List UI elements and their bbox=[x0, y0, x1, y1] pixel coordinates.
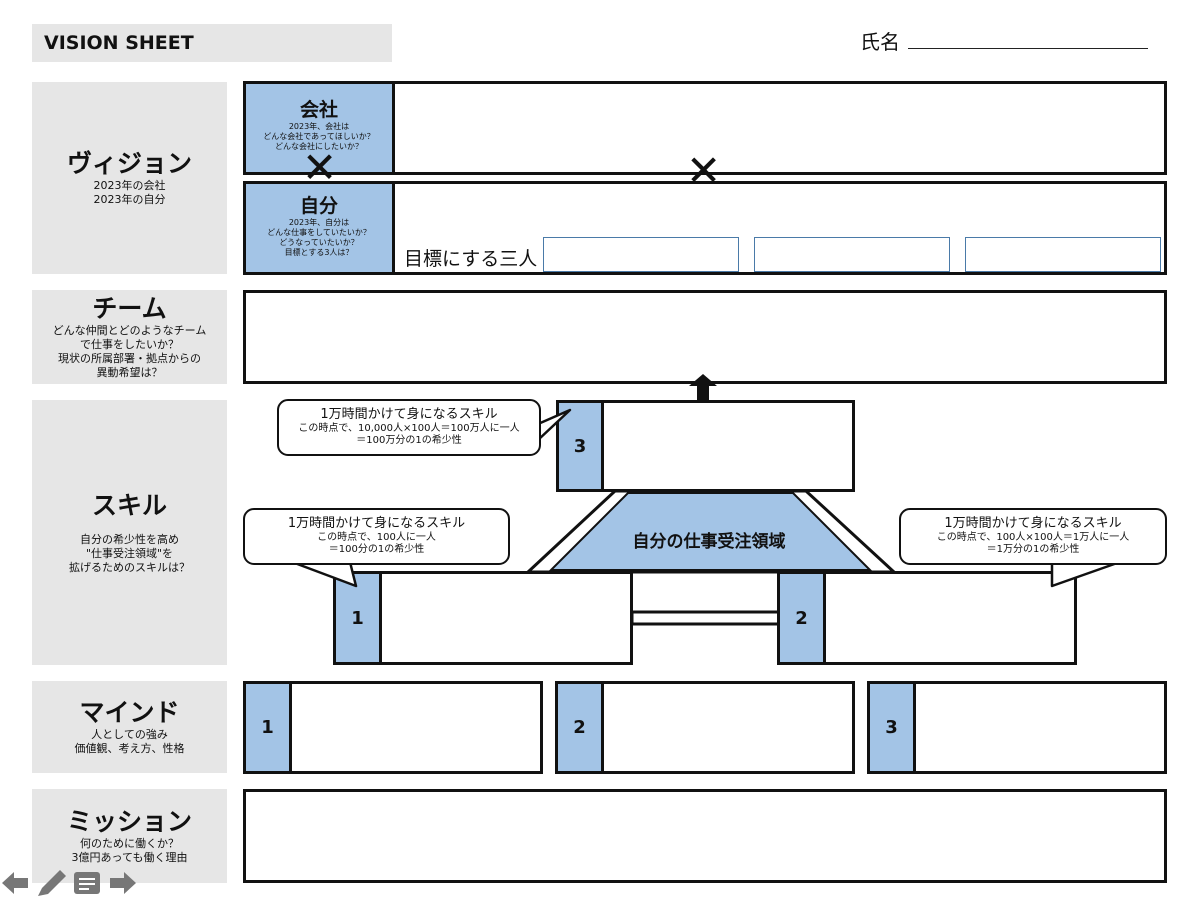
self-label: 自分 bbox=[299, 195, 338, 217]
skill-1-bubble: 1万時間かけて身になるスキル この時点で、100人に一人 ＝100分の1の希少性 bbox=[243, 508, 510, 565]
goal-person-3-field[interactable] bbox=[965, 237, 1161, 272]
team-sub-2: で仕事をしたいか？ bbox=[80, 338, 179, 351]
goal-label: 目標にする三人 bbox=[404, 248, 538, 270]
team-box[interactable] bbox=[243, 290, 1167, 384]
self-desc-4: 目標とする3人は？ bbox=[284, 248, 354, 257]
team-sub-3: 現状の所属部署・拠点からの bbox=[58, 352, 201, 365]
skill-3-box[interactable]: 3 bbox=[556, 400, 855, 492]
skill-3-bubble-desc-1: この時点で、10,000人×100人＝100万人に一人 bbox=[298, 423, 520, 434]
team-sub-1: どんな仲間とどのようなチーム bbox=[52, 324, 207, 337]
skill-domain-diagram bbox=[524, 374, 898, 626]
skill-3-bubble-desc-2: ＝100万分の1の希少性 bbox=[356, 435, 462, 446]
mind-sub-1: 人としての強み bbox=[91, 728, 168, 741]
self-vision-box[interactable]: 自分 2023年、自分は どんな仕事をしていたいか？ どうなっていたいか？ 目標… bbox=[243, 181, 1167, 275]
mind-2-box[interactable]: 2 bbox=[555, 681, 855, 774]
skill-sub-3: 拡げるためのスキルは？ bbox=[69, 560, 190, 574]
name-input-line[interactable] bbox=[908, 48, 1148, 49]
vision-sub-1: 2023年の会社 bbox=[93, 179, 166, 192]
mind-3-box[interactable]: 3 bbox=[867, 681, 1167, 774]
sheet-title: VISION SHEET bbox=[32, 24, 392, 62]
self-cell: 自分 2023年、自分は どんな仕事をしていたいか？ どうなっていたいか？ 目標… bbox=[246, 184, 395, 272]
skill-2-bubble-title: 1万時間かけて身になるスキル bbox=[944, 516, 1122, 531]
skill-2-bubble: 1万時間かけて身になるスキル この時点で、100人×100人＝1万人に一人 ＝1… bbox=[899, 508, 1167, 565]
self-desc-1: 2023年、自分は bbox=[288, 218, 350, 227]
mission-sub-1: 何のために働くか？ bbox=[80, 837, 179, 850]
skill-3-number: 3 bbox=[559, 403, 604, 489]
skill-1-bubble-desc-2: ＝100分の1の希少性 bbox=[328, 544, 425, 555]
company-vision-box[interactable]: 会社 2023年、会社は どんな会社であってほしいか？ どんな会社にしたいか？ bbox=[243, 81, 1167, 175]
company-label: 会社 bbox=[299, 99, 338, 121]
self-desc-3: どうなっていたいか？ bbox=[279, 238, 359, 247]
company-desc-2: どんな会社であってほしいか？ bbox=[263, 132, 375, 141]
mission-heading: ミッション bbox=[66, 807, 192, 836]
skill-domain-label: 自分の仕事受注領域 bbox=[632, 532, 786, 552]
skill-2-bubble-desc-2: ＝1万分の1の希少性 bbox=[986, 544, 1080, 555]
skill-2-box[interactable]: 2 bbox=[777, 571, 1077, 665]
self-desc-2: どんな仕事をしていたいか？ bbox=[267, 228, 371, 237]
pencil-icon[interactable] bbox=[38, 870, 66, 896]
skill-1-box[interactable]: 1 bbox=[333, 571, 633, 665]
name-label: 氏名 bbox=[860, 30, 900, 54]
team-section-label: チーム どんな仲間とどのようなチーム で仕事をしたいか？ 現状の所属部署・拠点か… bbox=[32, 290, 227, 384]
skill-1-bubble-desc-1: この時点で、100人に一人 bbox=[317, 532, 436, 543]
mind-sub-2: 価値観、考え方、性格 bbox=[74, 742, 185, 755]
skill-2-bubble-desc-1: この時点で、100人×100人＝1万人に一人 bbox=[936, 532, 1130, 543]
company-desc-3: どんな会社にしたいか？ bbox=[275, 142, 363, 151]
goal-person-2-field[interactable] bbox=[754, 237, 950, 272]
notes-icon[interactable] bbox=[74, 872, 100, 894]
mind-1-number: 1 bbox=[246, 684, 292, 771]
vision-heading: ヴィジョン bbox=[66, 149, 192, 178]
skill-2-number: 2 bbox=[780, 574, 826, 662]
skill-3-bubble: 1万時間かけて身になるスキル この時点で、10,000人×100人＝100万人に… bbox=[277, 399, 541, 456]
skill-section-label: スキル 自分の希少性を高め "仕事受注領域"を 拡げるためのスキルは？ bbox=[32, 400, 227, 665]
cross-mark-icon: ✕ bbox=[686, 146, 722, 195]
skill-heading: スキル bbox=[91, 490, 167, 520]
cross-mark-icon: ✕ bbox=[302, 143, 338, 192]
mind-1-box[interactable]: 1 bbox=[243, 681, 543, 774]
mind-heading: マインド bbox=[79, 698, 180, 727]
mind-2-number: 2 bbox=[558, 684, 604, 771]
skill-sub-1: 自分の希少性を高め bbox=[80, 532, 179, 546]
skill-sub-2: "仕事受注領域"を bbox=[85, 546, 174, 560]
mission-sub-2: 3億円あっても働く理由 bbox=[71, 851, 188, 864]
up-arrow-icon bbox=[689, 374, 717, 406]
vision-section-label: ヴィジョン 2023年の会社 2023年の自分 bbox=[32, 82, 227, 274]
mind-3-number: 3 bbox=[870, 684, 916, 771]
prev-arrow-icon[interactable] bbox=[2, 872, 28, 894]
company-desc-1: 2023年、会社は bbox=[288, 122, 350, 131]
mind-section-label: マインド 人としての強み 価値観、考え方、性格 bbox=[32, 681, 227, 773]
mission-box[interactable] bbox=[243, 789, 1167, 883]
team-sub-4: 異動希望は？ bbox=[96, 366, 163, 379]
skill-1-bubble-title: 1万時間かけて身になるスキル bbox=[287, 516, 466, 531]
company-cell: 会社 2023年、会社は どんな会社であってほしいか？ どんな会社にしたいか？ bbox=[246, 84, 395, 172]
mission-section-label: ミッション 何のために働くか？ 3億円あっても働く理由 bbox=[32, 789, 227, 883]
skill-3-bubble-title: 1万時間かけて身になるスキル bbox=[320, 407, 498, 422]
skill-1-number: 1 bbox=[336, 574, 382, 662]
goal-person-1-field[interactable] bbox=[543, 237, 739, 272]
viewer-nav bbox=[0, 866, 140, 900]
vision-sub-2: 2023年の自分 bbox=[93, 193, 166, 206]
team-heading: チーム bbox=[92, 294, 167, 323]
next-arrow-icon[interactable] bbox=[110, 872, 136, 894]
